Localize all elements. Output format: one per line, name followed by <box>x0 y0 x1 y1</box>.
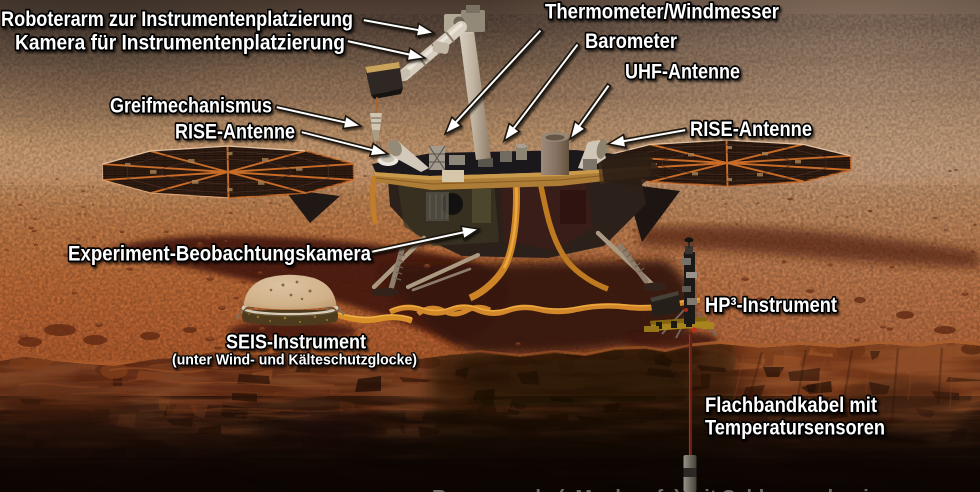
svg-text:Temperatursensoren: Temperatursensoren <box>705 417 885 440</box>
svg-text:HP³-Instrument: HP³-Instrument <box>705 294 837 317</box>
svg-text:Flachbandkabel mit: Flachbandkabel mit <box>705 394 877 417</box>
svg-text:(unter Wind- und Kälteschutzgl: (unter Wind- und Kälteschutzglocke) <box>172 352 417 369</box>
svg-text:SEIS-Instrument: SEIS-Instrument <box>226 332 366 354</box>
svg-text:Rammsonde (»Maulwurf«) mit Sch: Rammsonde (»Maulwurf«) mit Schlagmechani… <box>432 487 921 492</box>
svg-text:RISE-Antenne: RISE-Antenne <box>690 118 812 141</box>
svg-text:Thermometer/Windmesser: Thermometer/Windmesser <box>545 1 779 24</box>
svg-text:UHF-Antenne: UHF-Antenne <box>625 61 740 84</box>
svg-text:Roboterarm zur Instrumentenpla: Roboterarm zur Instrumentenplatzierung <box>1 8 353 31</box>
svg-text:RISE-Antenne: RISE-Antenne <box>175 121 295 144</box>
svg-text:Greifmechanismus: Greifmechanismus <box>110 95 272 118</box>
svg-text:Experiment-Beobachtungskamera: Experiment-Beobachtungskamera <box>68 243 371 266</box>
svg-text:Kamera für Instrumentenplatzie: Kamera für Instrumentenplatzierung <box>15 32 345 55</box>
svg-text:Barometer: Barometer <box>585 30 677 53</box>
